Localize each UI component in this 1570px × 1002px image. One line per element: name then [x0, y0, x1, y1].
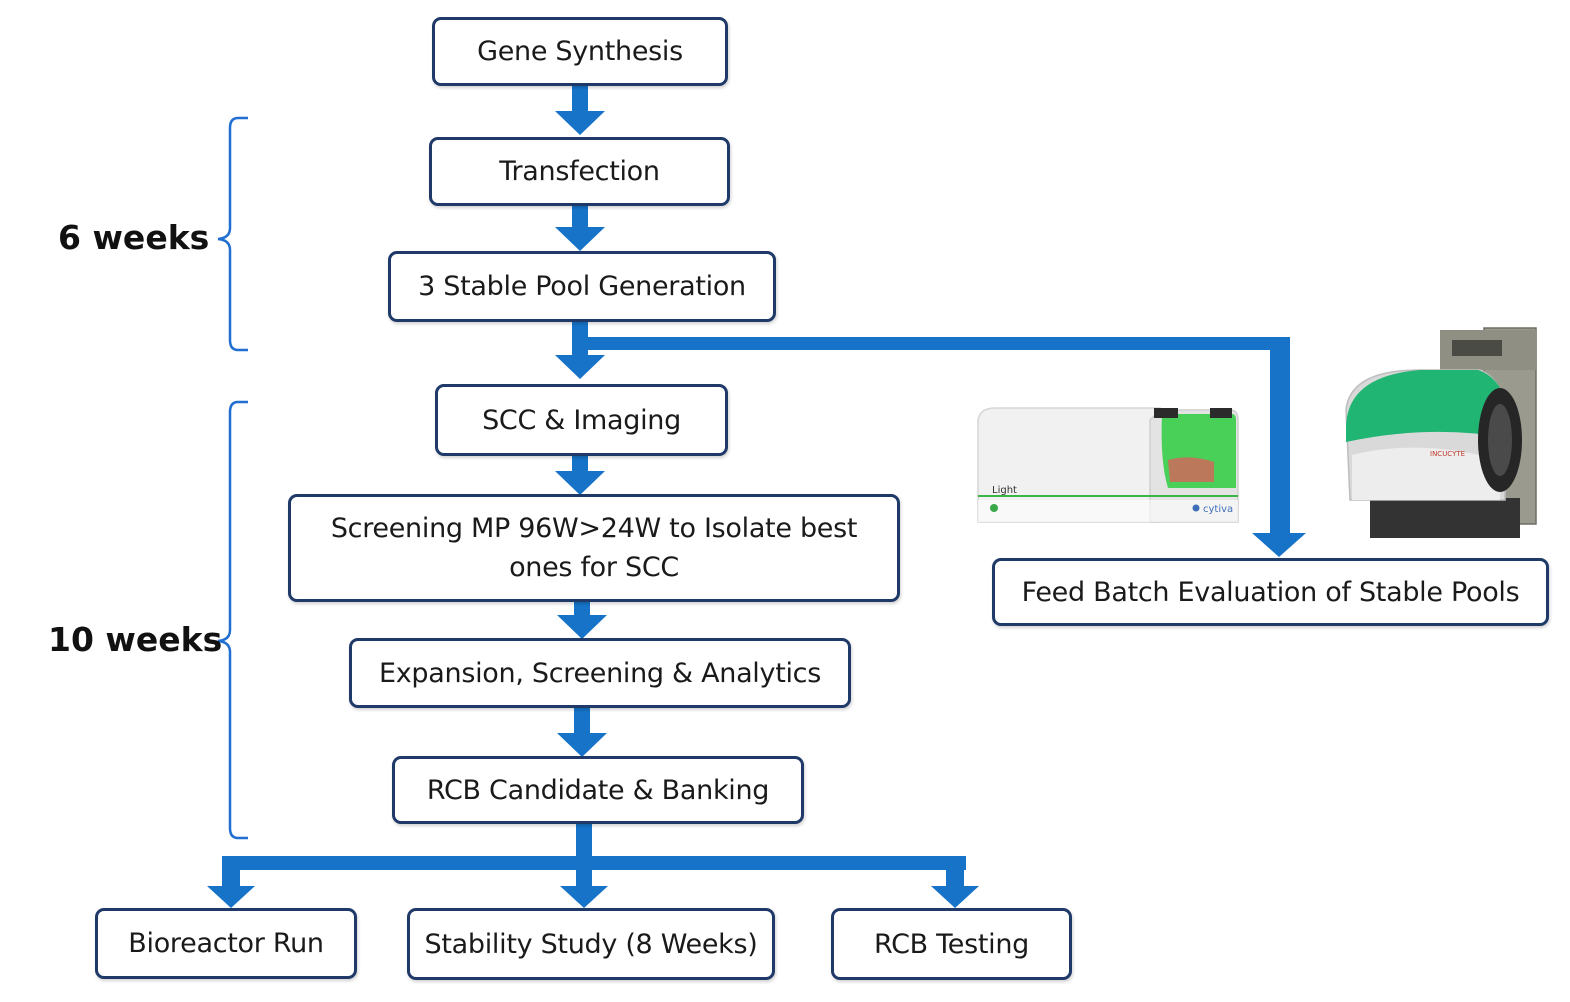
brace-6-weeks — [217, 116, 248, 352]
step-scc-imaging: SCC & Imaging — [435, 384, 728, 456]
step-bioreactor-run: Bioreactor Run — [95, 908, 357, 979]
step-stability-study-label: Stability Study (8 Weeks) — [424, 928, 758, 960]
step-screening-label-line1: Screening MP 96W>24W to Isolate best — [330, 513, 858, 544]
step-rcb-candidate-label: RCB Candidate & Banking — [426, 774, 770, 806]
arrow-pool-to-scc — [555, 321, 605, 379]
step-rcb-candidate-banking: RCB Candidate & Banking — [392, 756, 804, 824]
arrow-transfection-to-pool — [555, 205, 605, 251]
step-screening: Screening MP 96W>24W to Isolate best one… — [288, 494, 900, 602]
arrow-expansion-to-rcb — [557, 707, 607, 757]
step-feed-batch-evaluation: Feed Batch Evaluation of Stable Pools — [992, 558, 1549, 626]
incucyte-instrument-illustration: INCUCYTE — [1345, 327, 1537, 538]
step-gene-synthesis: Gene Synthesis — [432, 17, 728, 86]
incucyte-brand-label: INCUCYTE — [1430, 450, 1465, 458]
arrow-scc-to-screening — [555, 455, 605, 495]
arrow-group — [207, 85, 1306, 908]
step-scc-imaging-label: SCC & Imaging — [482, 404, 681, 436]
imaging-instrument-illustration: Light cytiva — [977, 407, 1239, 523]
step-rcb-testing-label: RCB Testing — [874, 928, 1029, 960]
step-expansion-screening-analytics: Expansion, Screening & Analytics — [349, 638, 851, 708]
step-transfection-label: Transfection — [499, 156, 660, 187]
step-expansion-label: Expansion, Screening & Analytics — [378, 657, 821, 689]
step-screening-label-line2: ones for SCC — [509, 552, 679, 583]
imager-brand-label: cytiva — [1203, 504, 1233, 515]
arrow-gene-to-transfection — [555, 85, 605, 135]
duration-10-weeks: 10 weeks — [48, 620, 223, 659]
step-transfection: Transfection — [429, 137, 730, 206]
arrow-screening-to-expansion — [557, 601, 607, 639]
step-feed-batch-label: Feed Batch Evaluation of Stable Pools — [1021, 576, 1520, 608]
imager-light-label: Light — [992, 485, 1017, 496]
step-stability-study: Stability Study (8 Weeks) — [407, 908, 775, 980]
brace-10-weeks — [217, 400, 248, 840]
step-gene-synthesis-label: Gene Synthesis — [477, 36, 683, 67]
step-rcb-testing: RCB Testing — [831, 908, 1072, 980]
incucyte-green-hood — [1345, 370, 1508, 442]
step-stable-pool-generation-label: 3 Stable Pool Generation — [418, 271, 746, 302]
arrow-pool-to-feed-batch — [588, 337, 1306, 557]
step-bioreactor-run-label: Bioreactor Run — [128, 928, 324, 959]
arrow-rcb-split — [207, 823, 979, 908]
step-stable-pool-generation: 3 Stable Pool Generation — [388, 251, 776, 322]
duration-6-weeks: 6 weeks — [58, 218, 210, 257]
